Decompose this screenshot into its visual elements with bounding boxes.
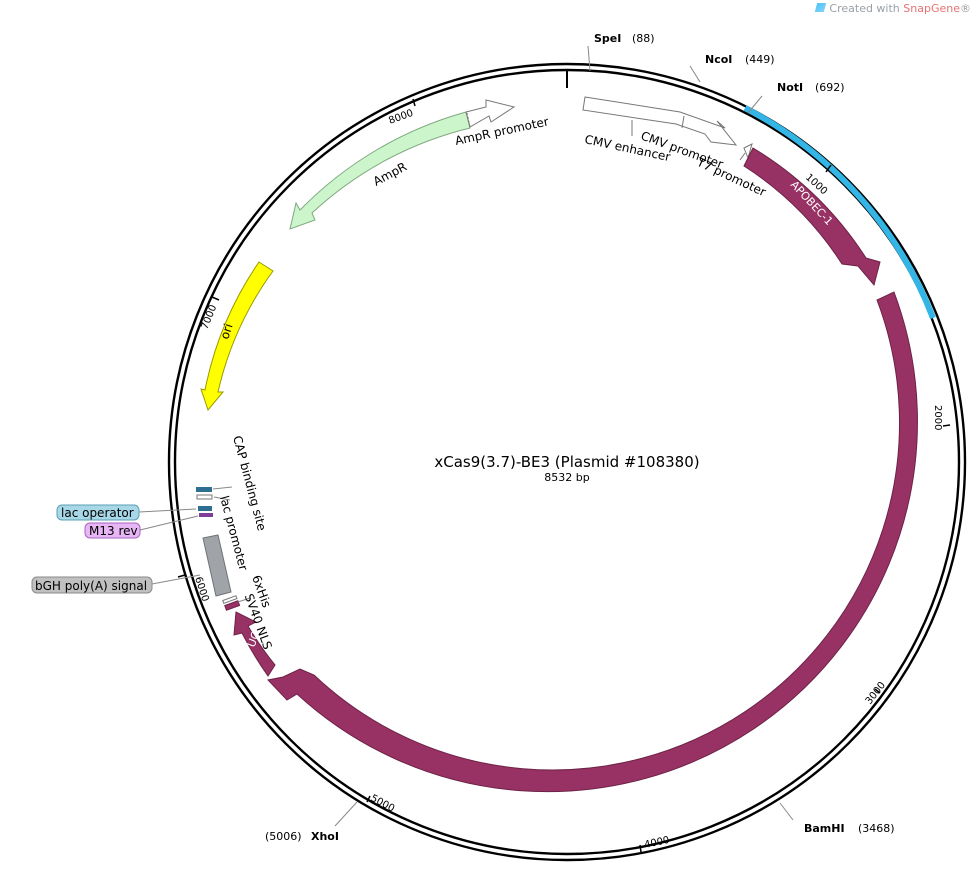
feature-lac-operator-box — [198, 506, 212, 511]
pill-m13-rev: M13 rev — [84, 522, 141, 539]
feature-xcas9-label: xCas9-3.7 — [726, 747, 777, 792]
pill-lac-operator: lac operator — [56, 504, 140, 521]
watermark-brand: SnapGene — [903, 2, 960, 15]
site-xhoi-name: XhoI — [311, 830, 339, 843]
pill-m13-rev-text: M13 rev — [89, 524, 138, 538]
pill-lac-operator-bg — [56, 504, 140, 521]
lac-operator-leader — [138, 508, 197, 513]
feature-6xhis — [222, 595, 238, 604]
pill-bgh-polya: bGH poly(A) signal — [31, 576, 153, 594]
m13-rev-leader — [139, 515, 199, 531]
site-spei-pos: (88) — [632, 32, 655, 45]
restriction-sites: SpeI (88) NcoI (449) NotI (692) BamHI (3… — [265, 32, 895, 843]
site-bamhi-pos: (3468) — [858, 822, 895, 835]
feature-cap-binding-site — [196, 487, 212, 492]
pill-lac-operator-text: lac operator — [61, 506, 134, 520]
site-spei-name: SpeI — [594, 32, 621, 45]
tick-4000: 4000 — [643, 835, 670, 851]
feature-apobec1-arrow — [743, 147, 881, 287]
tick-5000: 5000 — [369, 793, 397, 815]
snapgene-watermark: Created with SnapGene® — [815, 2, 971, 15]
pill-bgh-polya-text: bGH poly(A) signal — [35, 579, 147, 593]
tick-7000: 7000 — [200, 303, 220, 331]
tick-2000: 2000 — [932, 405, 943, 430]
feature-bgh-polya — [202, 534, 232, 597]
feature-t7-arrow — [743, 143, 753, 160]
feature-ori-arrow — [200, 261, 274, 412]
site-ncoi-name: NcoI — [705, 53, 732, 66]
registered-mark: ® — [960, 2, 971, 15]
site-noti-name: NotI — [777, 81, 803, 94]
feature-lac-promoter-box — [196, 494, 213, 500]
cap-leader — [212, 486, 233, 490]
plasmid-title: xCas9(3.7)-BE3 (Plasmid #108380) — [434, 453, 699, 471]
cmv-divider — [681, 115, 685, 129]
sv40-leader — [237, 597, 251, 603]
lac-promoter-leader — [213, 496, 231, 501]
tick-6000: 6000 — [192, 576, 210, 604]
pill-bgh-polya-bg — [31, 576, 153, 594]
backbone-outer — [167, 62, 967, 862]
insert-region-arc — [743, 105, 936, 320]
feature-ori-label: ori — [218, 322, 236, 341]
feature-ampr-arrow — [289, 111, 471, 230]
t7-leader — [739, 152, 746, 161]
pill-m13-rev-bg — [84, 522, 141, 539]
feature-cmv-arrow — [582, 96, 738, 146]
feature-m13-rev-box — [199, 513, 213, 517]
plasmid-length: 8532 bp — [544, 471, 589, 484]
watermark-prefix: Created with — [829, 2, 904, 15]
feature-sv40nls — [224, 600, 241, 611]
feature-ampr-promoter-arrow — [465, 99, 516, 128]
feature-xcas9-arrow — [267, 291, 918, 793]
site-ncoi-pos: (449) — [745, 53, 775, 66]
feature-ugi-arrow — [233, 611, 276, 677]
site-bamhi-name: BamHI — [804, 822, 845, 835]
bgh-leader — [151, 574, 201, 585]
site-leaders — [334, 45, 794, 827]
site-noti-pos: (692) — [815, 81, 845, 94]
site-xhoi-pos: (5006) — [265, 830, 302, 843]
